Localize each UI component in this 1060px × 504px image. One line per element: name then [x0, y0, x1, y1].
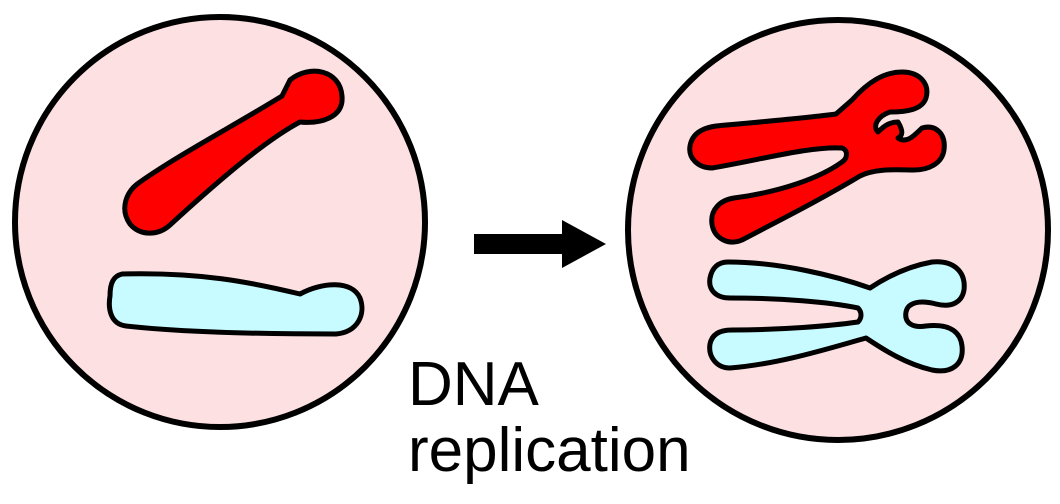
arrow-head [562, 220, 606, 268]
chromosome-blue-single [106, 271, 365, 337]
dna-replication-label: DNA replication [408, 352, 691, 484]
right-arrow-icon [474, 220, 606, 268]
chromosome-red-single [122, 68, 345, 236]
label-line-replication: replication [408, 416, 691, 485]
cell-membrane-right [625, 17, 1051, 443]
arrow-shaft [474, 234, 568, 254]
chromosome-blue-replicated [707, 259, 967, 374]
chromosome-red-replicated [687, 69, 947, 245]
label-line-dna: DNA [408, 350, 539, 419]
cell-before-replication [12, 14, 428, 430]
cell-after-replication [625, 17, 1051, 443]
cell-membrane-left [12, 14, 428, 430]
